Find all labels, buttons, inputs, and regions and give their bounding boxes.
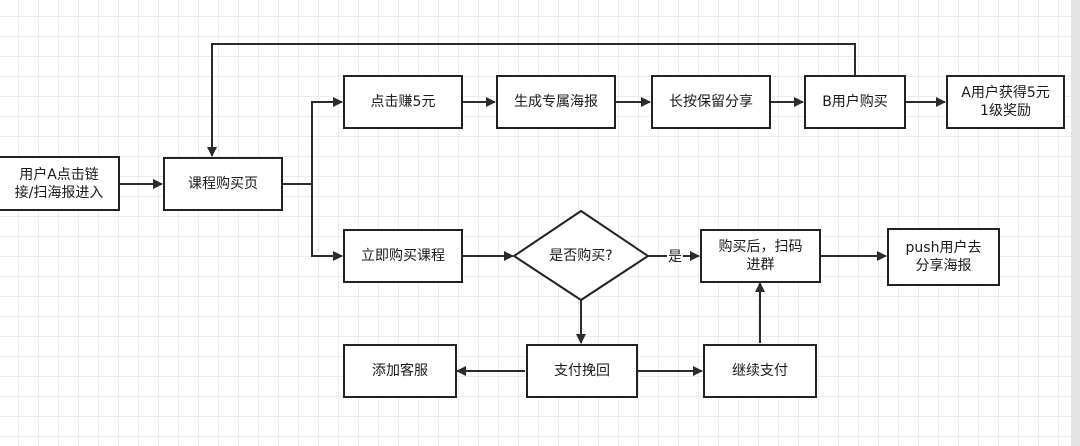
node-buy-now-label: 立即购买课程: [361, 248, 445, 264]
arrow-branch-to-buy-now: [311, 184, 343, 261]
node-after-buy[interactable]: 购买后，扫码 进群: [700, 229, 821, 283]
node-a-reward-label: A用户获得5元 1级奖励: [961, 85, 1050, 119]
node-add-cs[interactable]: 添加客服: [343, 344, 457, 398]
node-push-share[interactable]: push用户去 分享海报: [887, 228, 1000, 286]
node-pay-recover[interactable]: 支付挽回: [526, 344, 638, 398]
node-course-page-label: 课程购买页: [188, 176, 258, 192]
node-gen-poster-label: 生成专属海报: [514, 94, 598, 110]
node-pay-recover-label: 支付挽回: [554, 363, 610, 379]
node-a-reward[interactable]: A用户获得5元 1级奖励: [946, 75, 1065, 129]
node-click-earn[interactable]: 点击赚5元: [343, 75, 463, 129]
node-course-page[interactable]: 课程购买页: [163, 157, 283, 211]
node-user-a-enter-label: 用户A点击链 接/扫海报进入: [14, 166, 104, 201]
node-gen-poster[interactable]: 生成专属海报: [496, 75, 616, 129]
edge-label-yes: 是: [667, 249, 683, 265]
node-after-buy-label: 购买后，扫码 进群: [718, 239, 803, 273]
scrollbar-track[interactable]: [1071, 0, 1080, 446]
node-b-buy[interactable]: B用户购买: [804, 75, 906, 129]
node-push-share-label: push用户去 分享海报: [905, 240, 982, 274]
node-click-earn-label: 点击赚5元: [370, 94, 436, 110]
node-continue-pay[interactable]: 继续支付: [703, 344, 817, 398]
arrow-course-to-branch: [282, 97, 343, 185]
node-long-press-label: 长按保留分享: [669, 94, 753, 110]
node-is-bought-label: 是否购买?: [549, 248, 613, 264]
arrow-loop-to-course: [207, 43, 856, 157]
node-user-a-enter[interactable]: 用户A点击链 接/扫海报进入: [0, 156, 120, 211]
node-add-cs-label: 添加客服: [372, 363, 428, 379]
node-buy-now[interactable]: 立即购买课程: [343, 229, 463, 283]
node-continue-pay-label: 继续支付: [732, 363, 788, 379]
node-b-buy-label: B用户购买: [822, 94, 888, 110]
node-long-press[interactable]: 长按保留分享: [651, 75, 771, 129]
decision-diamond: [512, 209, 650, 302]
node-is-bought[interactable]: 是否购买?: [526, 240, 636, 272]
